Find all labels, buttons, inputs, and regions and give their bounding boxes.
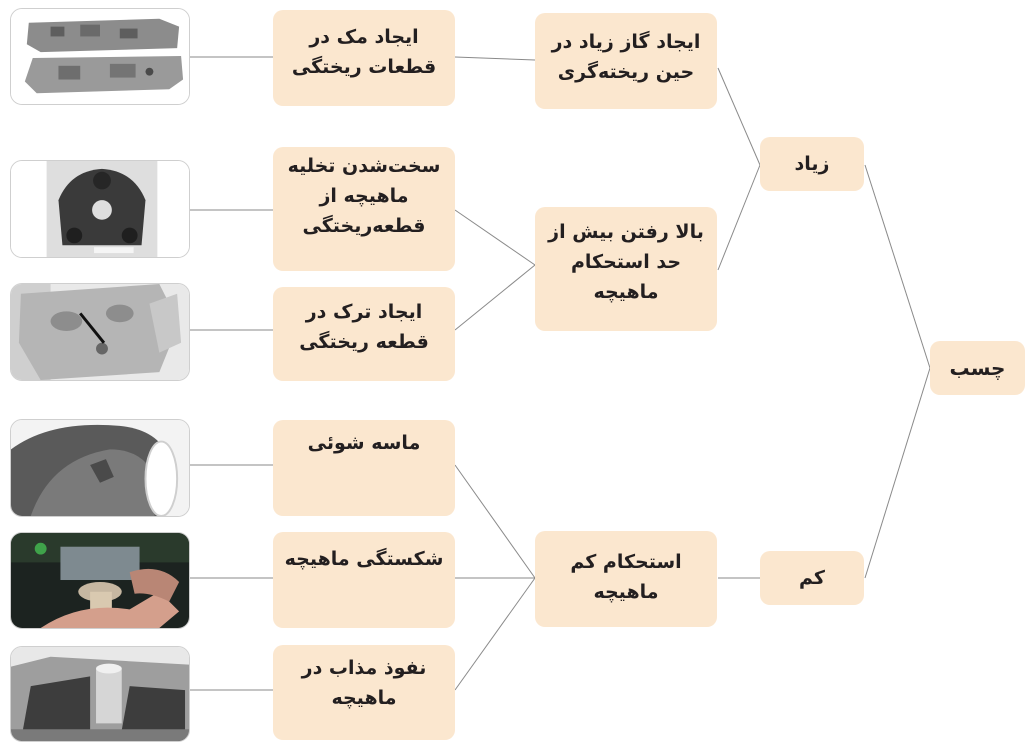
node-effect-blowhole-label: ایجاد مک در قطعات ریختگی <box>291 26 437 78</box>
node-low: کم <box>760 551 864 605</box>
node-effect-core-break: شکستگی ماهیچه <box>273 532 455 628</box>
node-cause-strength-low-label: استحکام کم ماهیچه <box>570 551 682 603</box>
photo-casting-crack <box>10 283 190 381</box>
node-high: زیاد <box>760 137 864 191</box>
node-effect-penetration: نفوذ مذاب در ماهیچه <box>273 645 455 740</box>
node-effect-penetration-label: نفوذ مذاب در ماهیچه <box>301 657 427 709</box>
node-root-adhesive: چسب <box>930 341 1025 395</box>
node-cause-strength-low: استحکام کم ماهیچه <box>535 531 717 627</box>
node-effect-crack-label: ایجاد ترک در قطعه ریختگی <box>299 301 429 353</box>
node-effect-sand-wash: ماسه شوئی <box>273 420 455 516</box>
node-cause-gas: ایجاد گاز زیاد در حین ریخته‌گری <box>535 13 717 109</box>
node-effect-blowhole: ایجاد مک در قطعات ریختگی <box>273 10 455 106</box>
node-effect-sand-wash-label: ماسه شوئی <box>307 432 421 454</box>
node-root-label: چسب <box>949 356 1006 380</box>
node-cause-gas-label: ایجاد گاز زیاد در حین ریخته‌گری <box>551 31 701 83</box>
node-cause-strength-high: بالا رفتن بیش از حد استحکام ماهیچه <box>535 207 717 331</box>
node-effect-crack: ایجاد ترک در قطعه ریختگی <box>273 287 455 381</box>
photo-core-removal <box>10 160 190 258</box>
node-effect-core-break-label: شکستگی ماهیچه <box>284 548 444 570</box>
node-cause-strength-high-label: بالا رفتن بیش از حد استحکام ماهیچه <box>548 221 704 303</box>
photo-core-breakage <box>10 532 190 629</box>
node-low-label: کم <box>799 567 825 589</box>
photo-casting-blowhole <box>10 8 190 105</box>
node-effect-hard-removal-label: سخت‌شدن تخلیه ماهیچه از قطعه‌ریختگی <box>287 155 441 237</box>
node-high-label: زیاد <box>794 153 830 175</box>
photo-sand-wash <box>10 419 190 517</box>
node-effect-hard-removal: سخت‌شدن تخلیه ماهیچه از قطعه‌ریختگی <box>273 147 455 271</box>
photo-metal-penetration <box>10 646 190 742</box>
